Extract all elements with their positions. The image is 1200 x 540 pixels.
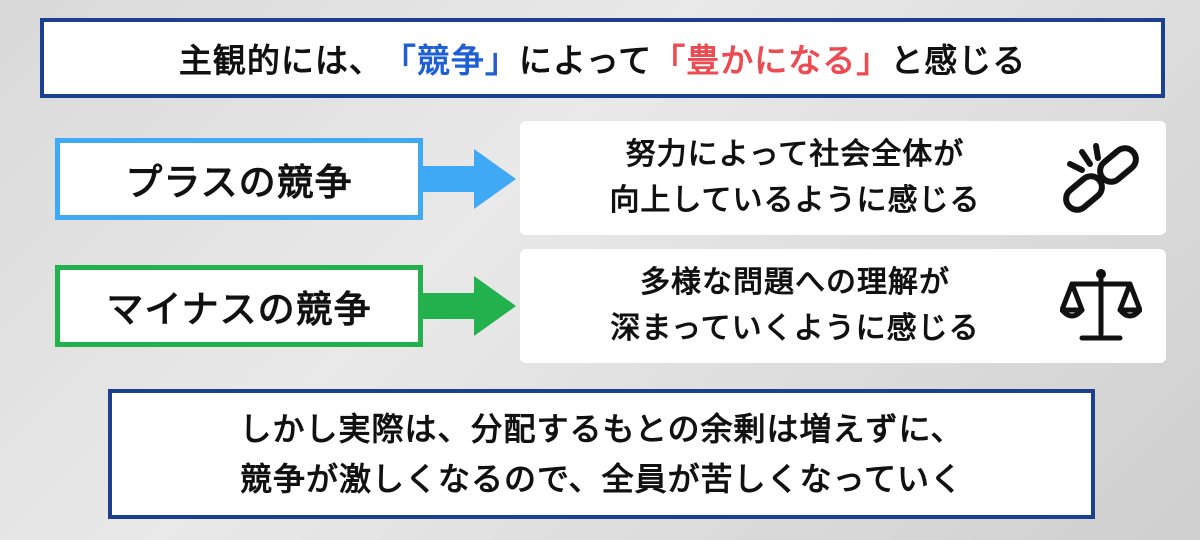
plus-label-text: プラスの競争 [125,161,353,204]
plus-description-line-1: 努力によって社会全体が [625,137,965,172]
plus-description-card: 努力によって社会全体が 向上しているように感じる [520,121,1166,235]
minus-description-line-1: 多様な問題への理解が [640,265,950,300]
header-text-1: 主観的には、 [178,41,383,80]
minus-description-card: 多様な問題への理解が 深まっていくように感じる [520,249,1166,363]
conclusion-line-1: しかし実際は、分配するもとの余剰は増えずに、 [239,410,964,448]
conclusion-box: しかし実際は、分配するもとの余剰は増えずに、 競争が激しくなるので、全員が苦しく… [108,389,1095,519]
header-become-rich: 「豊かになる」 [652,41,891,80]
minus-label-text: マイナスの競争 [106,288,372,331]
broken-chain-icon [1063,143,1139,213]
plus-arrow-shape [420,149,516,209]
minus-arrow-icon [420,276,516,336]
header-competition: 「競争」 [382,41,519,80]
minus-arrow-shape [420,276,516,336]
minus-description-line-2: 深まっていくように感じる [610,311,980,346]
plus-arrow-icon [420,149,516,209]
header-statement: 主観的には、「競争」によって「豊かになる」と感じる [40,18,1165,98]
header-text-3: と感じる [890,41,1027,80]
balance-scale-icon [1060,269,1142,341]
plus-description-line-2: 向上しているように感じる [609,183,981,218]
minus-description: 多様な問題への理解が 深まっていくように感じる [550,249,1040,363]
header-text-2: によって [518,41,653,80]
conclusion-line-2: 競争が激しくなるので、全員が苦しくなっていく [239,460,964,498]
plus-competition-label: プラスの競争 [55,138,423,220]
minus-competition-label: マイナスの競争 [55,265,423,347]
plus-description: 努力によって社会全体が 向上しているように感じる [550,121,1040,235]
